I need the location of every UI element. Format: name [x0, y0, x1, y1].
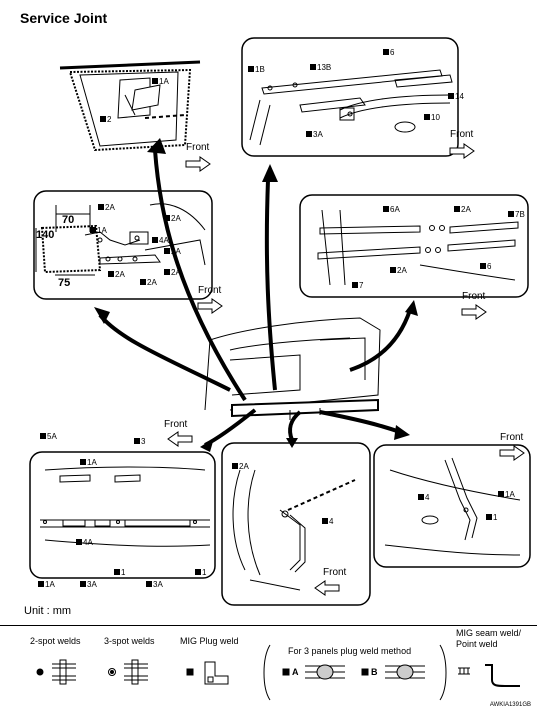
callout-6: 6 — [480, 262, 491, 271]
legend-point-weld: Point weld — [456, 639, 498, 649]
callout-3a: 3A — [306, 130, 323, 139]
callout-14: 14 — [448, 92, 464, 101]
legend-mig-seam: MIG seam weld/ — [456, 628, 522, 638]
legend-b: B — [371, 667, 378, 677]
callout-2a: 2A — [164, 247, 181, 256]
callout-2a: 2A — [164, 268, 181, 277]
front-label: Front — [323, 567, 347, 578]
callout-2a: 2A — [108, 270, 125, 279]
callout-2a: 2A — [140, 278, 157, 287]
page-title: Service Joint — [20, 10, 108, 26]
dimension-140: 140 — [36, 229, 55, 241]
callout-1: 1 — [195, 568, 206, 577]
callout-2a: 2A — [390, 266, 407, 275]
callout-3a: 3A — [80, 580, 97, 589]
dimension-70: 70 — [62, 214, 75, 226]
callout-3a: 3A — [146, 580, 163, 589]
callout-1a: 1A — [498, 490, 515, 499]
callout-7: 7 — [352, 281, 363, 290]
callout-3: 3 — [134, 437, 145, 446]
front-label: Front — [164, 419, 188, 430]
front-label: Front — [450, 129, 474, 140]
callout-6a: 6A — [383, 205, 400, 214]
callout-4a: 4A — [76, 538, 93, 547]
panel6-sketch — [232, 469, 356, 591]
callout-2a: 2A — [232, 462, 249, 471]
callout-2: 2 — [100, 115, 111, 124]
callout-1: 1 — [486, 513, 497, 522]
figure-code: AWKIA1391GB — [489, 702, 531, 708]
panel1-sketch — [59, 60, 201, 152]
unit-label: Unit : mm — [24, 605, 72, 617]
front-label: Front — [462, 291, 486, 302]
callout-1b: 1B — [248, 65, 265, 74]
legend-divider — [0, 625, 537, 626]
front-arrows — [167, 143, 525, 596]
callout-4: 4 — [418, 493, 429, 502]
callout-10: 10 — [424, 113, 440, 122]
legend-a: A — [292, 667, 299, 677]
callout-1a: 1A — [90, 226, 107, 235]
car-body-sketch — [204, 317, 381, 420]
callout-2a: 2A — [454, 205, 471, 214]
callout-1a: 1A — [152, 77, 169, 86]
callout-1a: 1A — [38, 580, 55, 589]
callout-2a: 2A — [164, 214, 181, 223]
legend-2spot: 2-spot welds — [30, 636, 81, 646]
panel4-sketch — [317, 209, 519, 286]
callout-1a: 1A — [80, 458, 97, 467]
callout-5a: 5A — [40, 432, 57, 441]
legend-3spot: 3-spot welds — [104, 636, 155, 646]
front-label: Front — [198, 285, 222, 296]
legend-icons — [36, 644, 520, 701]
callout-6: 6 — [383, 48, 394, 57]
legend-mig-plug: MIG Plug weld — [180, 636, 239, 646]
panel3-sketch — [249, 69, 453, 146]
callout-4: 4 — [322, 517, 333, 526]
panel2-sketch — [35, 203, 206, 276]
callout-13b: 13B — [310, 63, 331, 72]
front-label: Front — [500, 432, 524, 443]
pointer-arrows — [98, 149, 412, 447]
legend-3-panels: For 3 panels plug weld method — [288, 646, 412, 656]
callout-1: 1 — [114, 568, 125, 577]
callout-2a: 2A — [98, 203, 115, 212]
callout-7b: 7B — [508, 210, 525, 219]
panel5-sketch — [40, 466, 211, 547]
front-label: Front — [186, 142, 210, 153]
dimension-75: 75 — [58, 277, 71, 289]
callout-4a: 4A — [152, 236, 169, 245]
